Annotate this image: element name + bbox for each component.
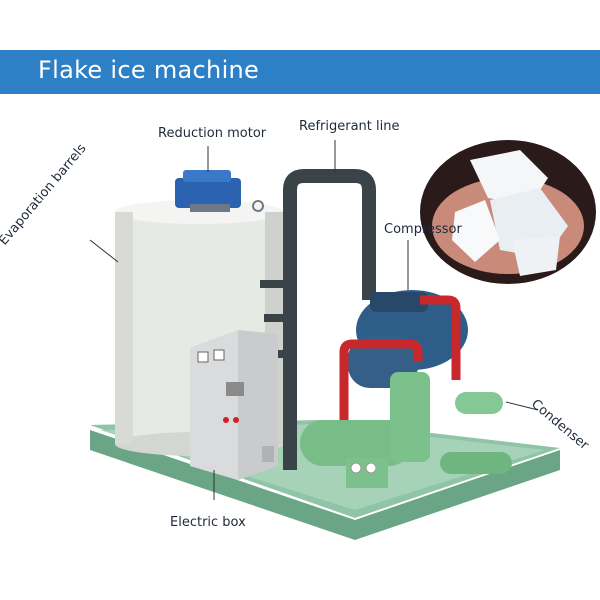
label-reduction-motor: Reduction motor <box>158 126 267 141</box>
condenser-unit <box>300 392 512 474</box>
label-electric-box: Electric box <box>170 515 246 530</box>
page-title: Flake ice machine <box>38 56 260 84</box>
flake-ice-photo <box>420 140 596 284</box>
electric-box <box>190 330 278 480</box>
title-banner: Flake ice machine <box>0 50 600 94</box>
label-refrigerant-line: Refrigerant line <box>299 119 400 134</box>
label-compressor: Compressor <box>384 222 462 237</box>
compressor-unit <box>339 290 468 488</box>
leader-lines <box>89 140 539 500</box>
reduction-motor <box>175 170 264 212</box>
